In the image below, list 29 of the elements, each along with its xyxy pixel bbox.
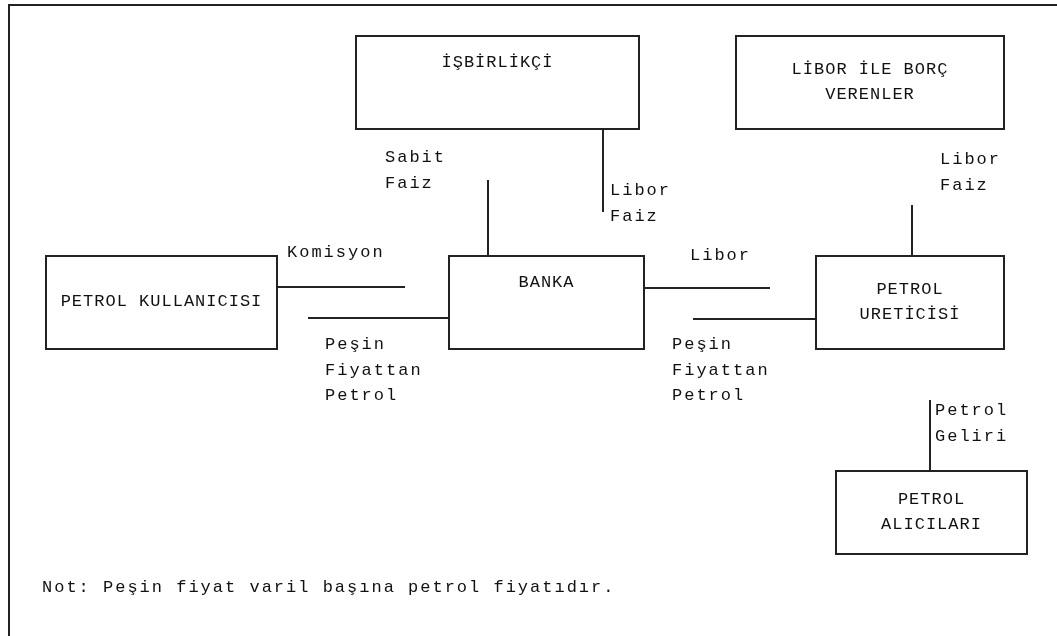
edge-label: Libor — [690, 245, 752, 267]
connector-line — [644, 287, 771, 289]
edge-label: Sabit Faiz — [385, 147, 447, 195]
edge-label: Libor Faiz — [610, 180, 672, 228]
connector-line — [911, 204, 913, 256]
connector-line — [307, 317, 449, 319]
note-text: Not: Peşin fiyat varil başına petrol fiyatıdır. — [42, 578, 616, 597]
connector-line — [487, 179, 489, 256]
edge-label: Libor Faiz — [940, 149, 1002, 197]
edge-label: Komisyon — [287, 242, 386, 264]
edge-label: Peşin Fiyattan Petrol — [325, 334, 424, 407]
box-label: PETROL KULLANICISI — [60, 291, 263, 314]
connector-line — [929, 399, 931, 471]
box-label: BANKA — [518, 272, 575, 294]
box-label: PETROL URETİCİSİ — [858, 278, 962, 326]
edge-label: Petrol Geliri — [935, 400, 1010, 448]
edge-label: Peşin Fiyattan Petrol — [672, 334, 771, 407]
connector-line — [692, 318, 816, 320]
entity-box — [45, 255, 278, 350]
entity-box — [355, 35, 640, 130]
entity-box — [735, 35, 1005, 130]
entity-box — [815, 255, 1005, 350]
connector-line — [602, 129, 604, 213]
connector-line — [277, 286, 406, 288]
box-label: PETROL ALICILARI — [880, 488, 983, 536]
box-label: İŞBİRLİKÇİ — [441, 52, 554, 74]
entity-box — [448, 255, 645, 350]
entity-box — [835, 470, 1028, 555]
box-label: LİBOR İLE BORÇ VERENLER — [790, 58, 950, 106]
